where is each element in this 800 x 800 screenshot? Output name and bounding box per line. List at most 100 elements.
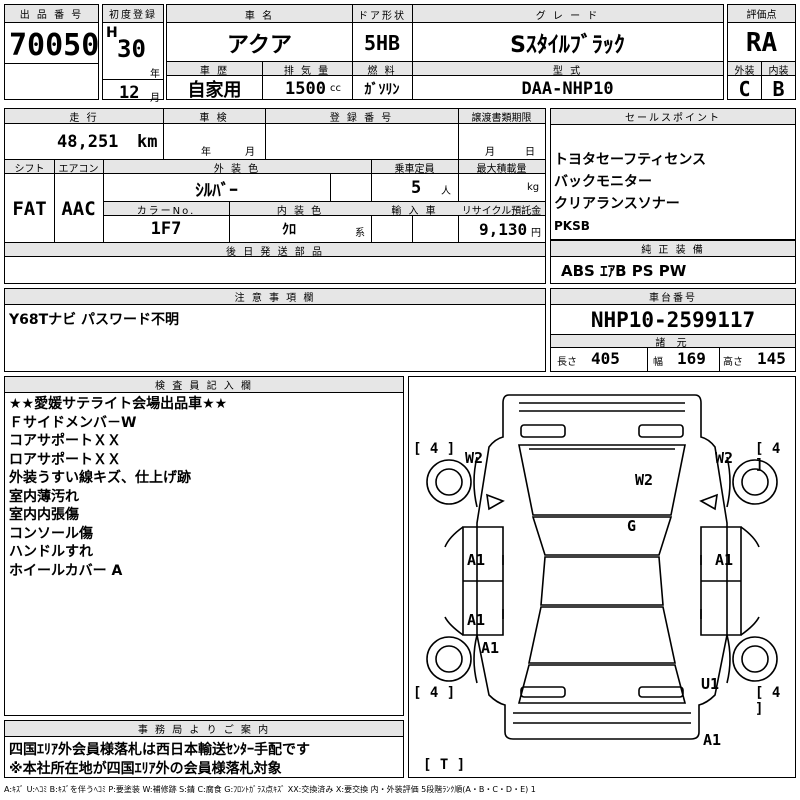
displacement-unit: cc bbox=[330, 83, 341, 94]
sales-point-item: クリアランスソナー bbox=[554, 196, 680, 212]
remark-line: ホイールカバー A bbox=[9, 562, 123, 579]
door-label: ドア形状 bbox=[358, 10, 406, 22]
lot-number-label: 出 品 番 号 bbox=[5, 5, 98, 23]
remark-line: 室内内張傷 bbox=[9, 507, 79, 523]
genuine-equipment: 純 正 装 備 ABS ｴｱB PS PW bbox=[550, 240, 796, 284]
grade-label: グ レ ー ド bbox=[535, 10, 600, 22]
fuel: ｶﾞｿﾘﾝ bbox=[364, 81, 400, 98]
remark-line: Ｆサイドメンバ－W bbox=[9, 414, 137, 431]
color-number: 1F7 bbox=[150, 219, 182, 239]
transfer-day-unit: 日 bbox=[525, 147, 535, 158]
spec-table: 走 行 車 検 登 録 番 号 譲渡書類期限 48,251 km 年 月 月 日… bbox=[4, 108, 546, 284]
first-registration-month: 12 bbox=[119, 83, 140, 103]
width-value: 169 bbox=[677, 349, 706, 368]
tread-rear-right: [ 4 ] bbox=[755, 685, 781, 717]
tread-front-right: [ 4 ] bbox=[755, 441, 781, 473]
recycle-fee-unit: 円 bbox=[531, 228, 541, 239]
car-name-label: 車 名 bbox=[244, 10, 275, 22]
import-label: 輸 入 車 bbox=[391, 205, 438, 217]
remark-line: コンソール傷 bbox=[9, 525, 93, 542]
remark-line: ロアサポートＸＸ bbox=[9, 451, 121, 468]
first-registration-label: 初度登録 bbox=[103, 5, 163, 23]
lot-number-cell: 出 品 番 号 70050 bbox=[4, 4, 99, 100]
notes-text: Y68Tナビ パスワード不明 bbox=[9, 312, 180, 328]
exterior-grade: C bbox=[738, 76, 751, 101]
color-number-label: カラーNo. bbox=[136, 205, 196, 217]
lot-number: 70050 bbox=[9, 27, 100, 63]
remark-line: 室内薄汚れ bbox=[9, 488, 79, 505]
door-type: 5HB bbox=[363, 31, 401, 55]
first-registration-cell: 初度登録 H 30 年 12 月 bbox=[102, 4, 164, 104]
office-notice-label: 事 務 局 よ り ご 案 内 bbox=[5, 721, 403, 737]
chassis-section: 車台番号 NHP10-2599117 諸 元 長さ 405 幅 169 高さ 1… bbox=[550, 288, 796, 372]
shift-type: FAT bbox=[12, 198, 47, 220]
tread-front-left: [ 4 ] bbox=[413, 441, 456, 457]
recycle-fee-label: リサイクル預託金 bbox=[461, 205, 542, 217]
sales-point-item: バックモニター bbox=[554, 174, 652, 190]
remark-line: ハンドルすれ bbox=[9, 544, 93, 560]
history-label: 車 歴 bbox=[199, 65, 230, 77]
damage-legend: A:ｷｽﾞ U:ﾍｺﾐ B:ｷｽﾞを伴うﾍｺﾐ P:要塗装 W:補修跡 S:錆 … bbox=[4, 784, 536, 794]
notes-label: 注 意 事 項 欄 bbox=[5, 289, 545, 305]
inspection-label: 車 検 bbox=[199, 113, 229, 124]
dimensions-label: 諸 元 bbox=[655, 337, 691, 349]
length-value: 405 bbox=[591, 349, 620, 368]
displacement-label: 排 気 量 bbox=[283, 65, 331, 77]
length-label: 長さ bbox=[557, 357, 577, 368]
max-load-unit: kg bbox=[527, 182, 540, 193]
width-label: 幅 bbox=[653, 357, 663, 368]
damage-front-right-fender: W2 bbox=[715, 449, 734, 467]
inspection-month-unit: 月 bbox=[245, 147, 255, 158]
mileage-label: 走 行 bbox=[69, 113, 99, 124]
score: RA bbox=[745, 28, 778, 58]
interior-label: 内装 bbox=[768, 65, 789, 77]
model-label: 型 式 bbox=[552, 65, 583, 77]
notes-section: 注 意 事 項 欄 Y68Tナビ パスワード不明 bbox=[4, 288, 546, 372]
exterior-color-label: 外 装 色 bbox=[213, 163, 261, 175]
inspector-remarks-label: 検 査 員 記 入 欄 bbox=[5, 377, 403, 393]
vehicle-history: 自家用 bbox=[187, 79, 242, 101]
transfer-month-unit: 月 bbox=[485, 147, 495, 158]
score-label: 評価点 bbox=[728, 5, 795, 23]
office-notice-line: 四国ｴﾘｱ外会員様落札は西日本輸送ｾﾝﾀｰ手配です bbox=[9, 742, 310, 758]
ac-label: エアコン bbox=[58, 163, 99, 175]
first-registration-year: 30 bbox=[117, 35, 146, 63]
spare-tire-tread: [ T ] bbox=[423, 757, 466, 773]
grade: Sｽﾀｲﾙﾌﾞﾗｯｸ bbox=[510, 33, 625, 58]
mileage: 48,251 bbox=[57, 132, 119, 152]
capacity-unit: 人 bbox=[441, 186, 451, 197]
remark-line: ★★愛媛サテライト会場出品車★★ bbox=[9, 396, 228, 412]
transfer-doc-label: 譲渡書類期限 bbox=[471, 113, 532, 124]
max-load-label: 最大積載量 bbox=[476, 163, 527, 175]
inspector-remarks: 検 査 員 記 入 欄 ★★愛媛サテライト会場出品車★★ Ｆサイドメンバ－W コ… bbox=[4, 376, 404, 716]
exterior-color: ｼﾙﾊﾞｰ bbox=[195, 180, 238, 201]
model-code: DAA-NHP10 bbox=[521, 78, 614, 99]
remark-line: 外装うすい線キズ、仕上げ跡 bbox=[9, 470, 191, 486]
interior-grade: B bbox=[772, 76, 785, 101]
sales-point-item: トヨタセーフティセンス bbox=[554, 152, 707, 168]
genuine-equipment-label: 純 正 装 備 bbox=[551, 241, 795, 257]
exterior-label: 外装 bbox=[734, 65, 755, 77]
later-parts-label: 後 日 発 送 部 品 bbox=[226, 246, 324, 258]
shift-label: シフト bbox=[14, 163, 45, 175]
car-name: アクア bbox=[227, 33, 292, 58]
chassis-label: 車台番号 bbox=[551, 289, 795, 305]
sales-points-label: セールスポイント bbox=[551, 109, 795, 125]
interior-color-label: 内 装 色 bbox=[276, 205, 324, 217]
damage-left-rear-door: A1 bbox=[467, 611, 486, 629]
pksb-label: PKSB bbox=[554, 219, 590, 233]
capacity-label: 乗車定員 bbox=[394, 163, 435, 175]
interior-color-unit: 系 bbox=[355, 228, 365, 239]
month-unit: 月 bbox=[150, 93, 160, 104]
inspection-year-unit: 年 bbox=[201, 147, 211, 158]
ac-type: AAC bbox=[61, 198, 96, 220]
damage-front-left-fender: W2 bbox=[465, 449, 484, 467]
displacement: 1500 bbox=[285, 78, 326, 99]
office-notice: 事 務 局 よ り ご 案 内 四国ｴﾘｱ外会員様落札は西日本輸送ｾﾝﾀｰ手配で… bbox=[4, 720, 404, 778]
registration-number-label: 登 録 番 号 bbox=[329, 113, 394, 124]
score-cell: 評価点 RA 外装 内装 C B bbox=[727, 4, 796, 101]
sales-points: セールスポイント トヨタセーフティセンス バックモニター クリアランスソナー P… bbox=[550, 108, 796, 240]
era: H bbox=[106, 25, 118, 41]
car-outline-diagram bbox=[426, 394, 778, 740]
damage-rear-bumper: A1 bbox=[703, 731, 722, 749]
